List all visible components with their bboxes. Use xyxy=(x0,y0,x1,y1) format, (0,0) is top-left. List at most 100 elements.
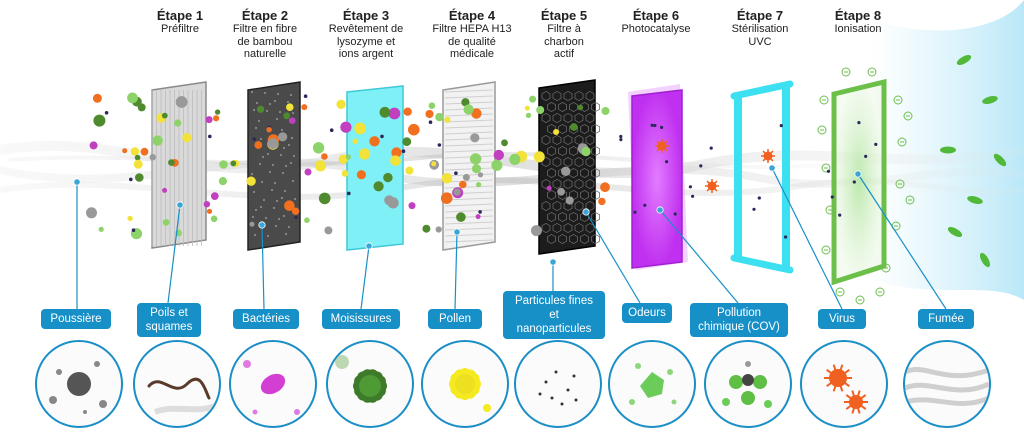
fiber-speck xyxy=(279,153,283,157)
virus-particle xyxy=(655,139,669,153)
virus-body xyxy=(849,395,863,409)
pollutant-particle xyxy=(104,111,109,115)
residual-particle xyxy=(826,169,831,173)
pollutant-particle xyxy=(359,148,371,160)
photocatalysis-panel xyxy=(631,89,683,269)
pollutant-particle xyxy=(380,134,384,139)
residual-particle xyxy=(709,146,713,150)
honeycomb-cell xyxy=(585,200,595,212)
odor-atom xyxy=(635,363,641,369)
pollutant-particle xyxy=(369,136,380,147)
pollutant-particle xyxy=(291,207,300,215)
fiber-speck xyxy=(268,102,272,106)
pollutant-particle xyxy=(598,197,606,206)
pollutant-particle xyxy=(456,212,466,222)
fiber-speck xyxy=(278,110,282,114)
pollutant-particle xyxy=(278,132,288,142)
fiber-speck xyxy=(281,171,285,175)
honeycomb-cell xyxy=(574,222,584,234)
honeycomb-cell xyxy=(558,145,567,157)
honeycomb-cell xyxy=(558,101,567,113)
pollutant-particle xyxy=(324,226,333,235)
residual-particle xyxy=(864,154,868,158)
pollutant-particle xyxy=(219,160,228,169)
residual-particle xyxy=(660,125,664,129)
residual-particle xyxy=(619,138,623,142)
fiber-speck xyxy=(277,217,281,221)
chemical-atom xyxy=(745,361,751,367)
dust-grain xyxy=(49,396,57,404)
fiber-speck xyxy=(289,161,293,165)
pollutant-particle xyxy=(208,134,212,139)
fiber-speck xyxy=(271,163,275,167)
honeycomb-cell xyxy=(547,167,556,179)
leader-anchor xyxy=(656,206,664,214)
negative-ion-icon xyxy=(821,245,831,255)
dust-grain xyxy=(67,372,91,396)
pollutant-particle xyxy=(168,159,175,166)
fine-particle xyxy=(574,398,578,402)
honeycomb-cell xyxy=(547,145,556,157)
label-virus: Virus xyxy=(818,309,866,329)
honeycomb-cell xyxy=(569,145,578,157)
fiber-speck xyxy=(261,155,265,159)
negative-ion-icon xyxy=(855,295,865,305)
leader-line xyxy=(360,245,370,310)
residual-particle xyxy=(784,235,788,239)
dust-grain xyxy=(99,400,107,408)
pollutant-particle xyxy=(383,172,393,183)
virus-icon xyxy=(800,340,888,428)
label-bacteria: Bactéries xyxy=(233,309,299,329)
pollutant-particle xyxy=(303,94,308,98)
pollen-grain xyxy=(483,404,491,412)
honeycomb-cell xyxy=(580,211,589,223)
residual-particle xyxy=(650,123,654,127)
fiber-speck xyxy=(282,214,286,218)
pollutant-particle xyxy=(422,224,431,233)
label-hair-dander: Poils et squames xyxy=(137,303,201,337)
pollutant-particle xyxy=(529,95,537,103)
pollutant-particle xyxy=(218,177,227,186)
honeycomb-cell xyxy=(552,112,562,124)
pollutant-particle xyxy=(536,106,545,114)
pollutant-particle xyxy=(391,147,402,158)
step-1-title: Étape 1 xyxy=(156,8,204,23)
honeycomb-cell xyxy=(574,112,584,124)
label-mold: Moisissures xyxy=(322,309,400,329)
negative-ion-icon xyxy=(825,205,835,215)
pollutant-particle xyxy=(329,128,334,132)
leaf-icon xyxy=(982,96,998,104)
pollutant-particle xyxy=(581,146,591,157)
hepa-pleat-line xyxy=(444,197,494,201)
fiber-speck xyxy=(257,119,261,123)
pollutant-particle xyxy=(206,208,213,214)
fiber-speck xyxy=(264,216,268,220)
pollutant-particle xyxy=(304,168,312,176)
hepa-pleat-line xyxy=(444,161,494,165)
honeycomb-cell xyxy=(585,134,595,146)
smoke-wisp xyxy=(905,395,989,407)
hepa-pleat-line xyxy=(444,221,494,225)
fiber-speck xyxy=(290,136,294,140)
negative-ion-icon xyxy=(881,263,891,273)
pollutant-particle xyxy=(286,103,294,111)
negative-ion-icon xyxy=(897,137,907,147)
hepa-pleat-line xyxy=(444,167,494,171)
pollutant-particle xyxy=(356,170,366,180)
fiber-speck xyxy=(287,225,291,229)
pollutant-particle xyxy=(137,103,146,112)
fine-particle xyxy=(550,396,554,400)
fiber-speck xyxy=(260,180,264,184)
honeycomb-cell xyxy=(541,112,551,124)
fiber-speck xyxy=(274,224,278,228)
pollutant-particle xyxy=(570,123,578,131)
uvc-tube xyxy=(730,80,794,100)
fiber-speck xyxy=(289,93,293,97)
bacterium xyxy=(252,409,258,415)
residual-particle xyxy=(838,213,842,217)
leader-anchor xyxy=(768,164,776,172)
